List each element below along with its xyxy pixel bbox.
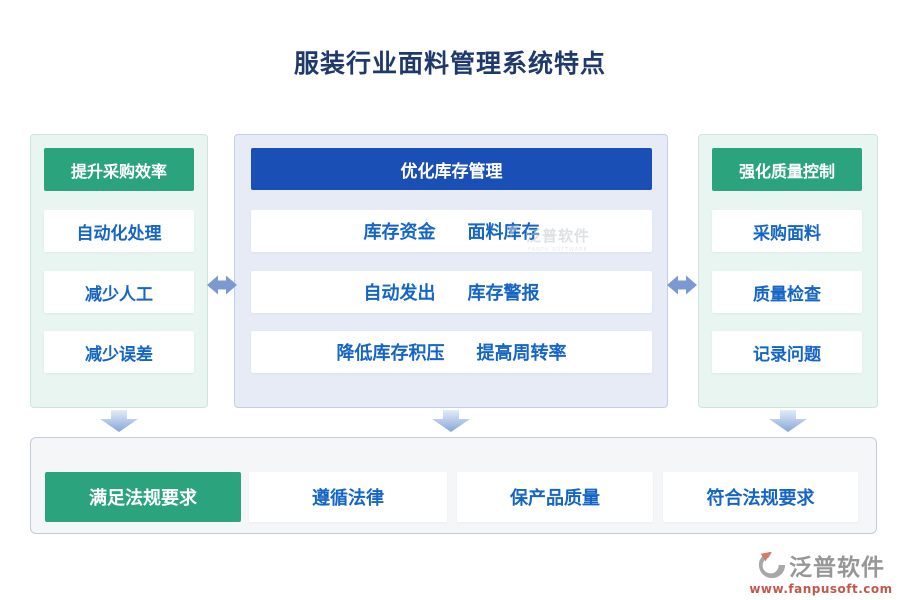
fanpu-logo-icon [758,551,786,579]
list-item: 记录问题 [712,331,862,373]
list-item: 保产品质量 [457,472,653,522]
item-label: 提高周转率 [476,343,567,364]
item-label: 库存警报 [467,283,540,304]
item-label: 降低库存积压 [336,343,445,364]
item-label: 自动发出 [363,283,436,304]
page-title: 服装行业面料管理系统特点 [293,49,606,78]
list-item: 降低库存积压 提高周转率 [251,331,652,373]
list-item: 减少人工 [44,271,194,313]
item-label: 面料库存 [467,222,540,243]
panel-header-procurement: 提升采购效率 [44,148,194,191]
list-item: 符合法规要求 [663,472,858,522]
down-arrow-icon [769,410,807,432]
panel-procurement-efficiency: 提升采购效率 自动化处理 减少人工 减少误差 [30,134,208,408]
list-item: 库存资金 面料库存 [251,210,652,252]
brand-url: www.fanpusoft.com [749,582,893,596]
list-item: 质量检查 [712,271,862,313]
left-right-arrow-icon [667,275,697,295]
left-right-arrow-icon [207,275,237,295]
panel-quality-control: 强化质量控制 采购面料 质量检查 记录问题 [698,134,878,408]
list-item: 自动发出 库存警报 [251,271,652,313]
brand-name: 泛普软件 [789,555,885,581]
list-item: 减少误差 [44,331,194,373]
bottom-lead-label: 满足法规要求 [45,472,241,522]
panel-regulatory-compliance: 满足法规要求 遵循法律 保产品质量 符合法规要求 [30,437,877,534]
item-label: 库存资金 [363,222,436,243]
panel-header-quality: 强化质量控制 [712,148,862,191]
list-item: 采购面料 [712,210,862,252]
down-arrow-icon [432,410,470,432]
list-item: 遵循法律 [249,472,447,522]
panel-inventory-management: 优化库存管理 库存资金 面料库存 自动发出 库存警报 降低库存积压 提高周转率 … [234,134,668,408]
down-arrow-icon [100,410,138,432]
list-item: 自动化处理 [44,210,194,252]
brand-footer: 泛普软件 www.fanpusoft.com [748,548,894,596]
panel-header-inventory: 优化库存管理 [251,148,652,190]
